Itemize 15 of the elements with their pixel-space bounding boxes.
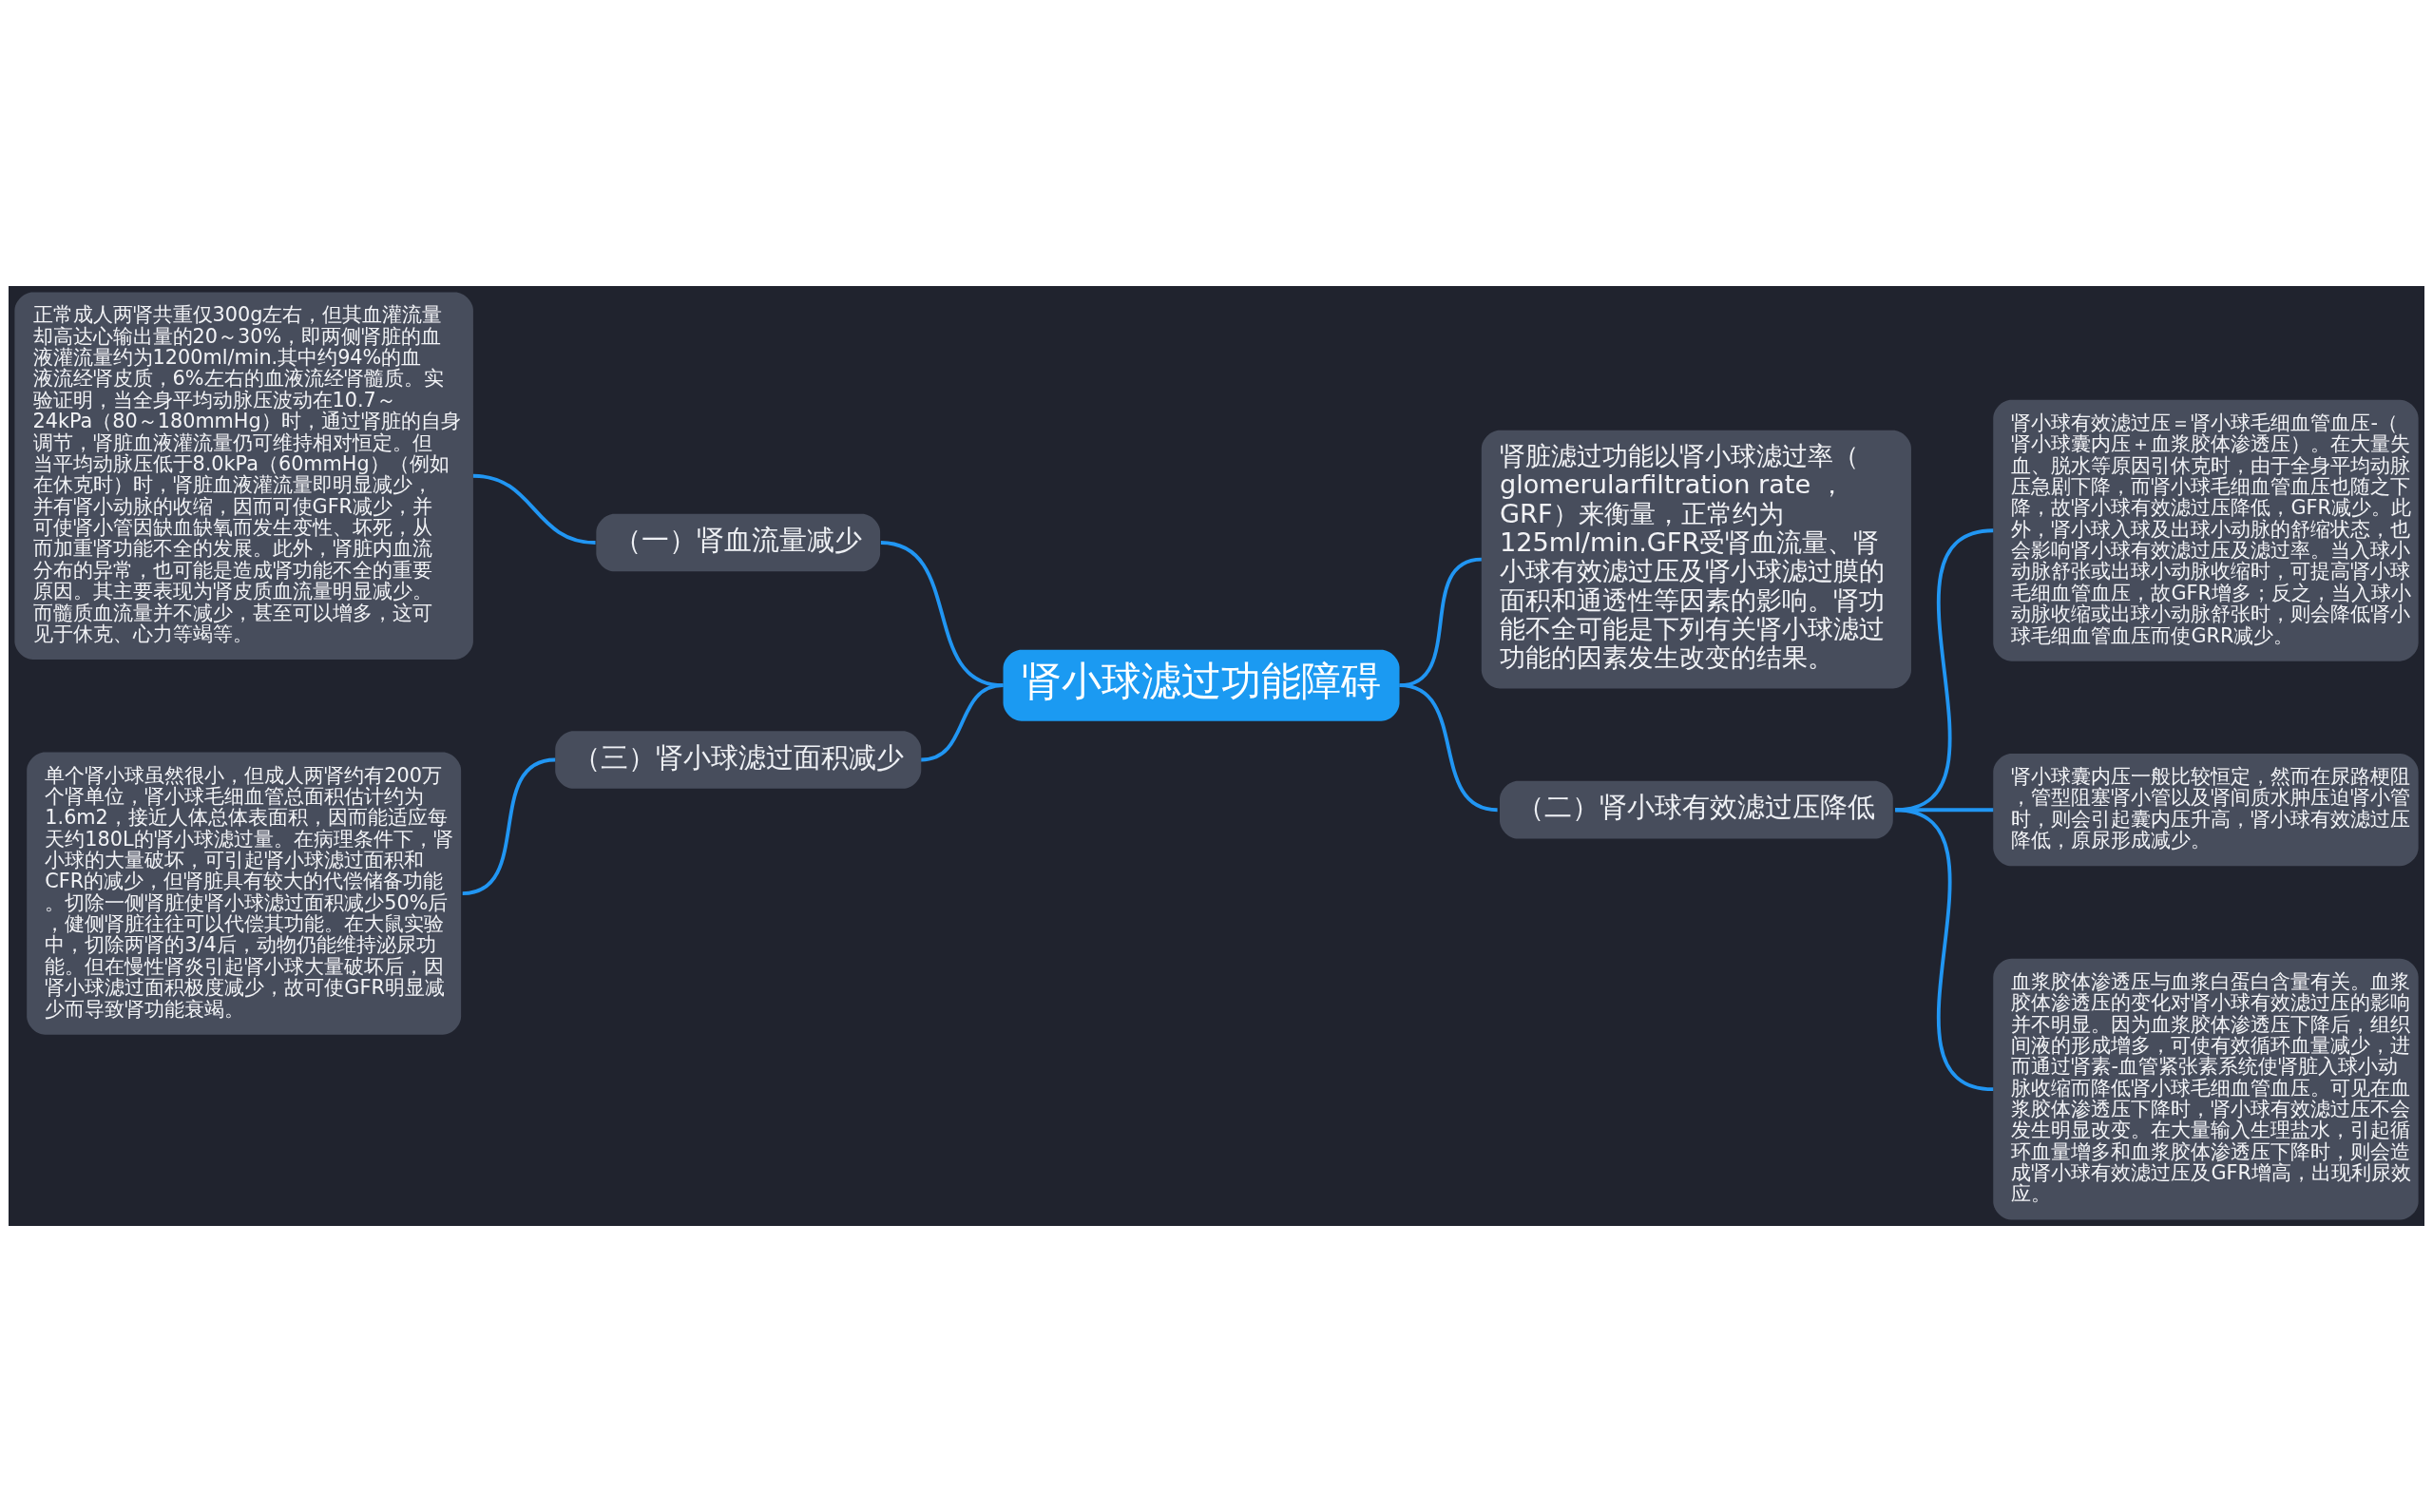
node-box: （一）肾血流量减少 [596,513,881,572]
connector [462,757,556,895]
node-box: 单个肾小球虽然很小，但成人两肾约有200万个肾单位，肾小球毛细血管总面积估计约为1.6m2，接近人体总体表面积，因而能适应每天约180L的肾小球滤过量。在病理条件下，肾小球的大量破坏，可引起肾小球滤过面积和CFR的减少，但肾脏具有较大的代偿储备功能。切除一侧肾脏使肾小球滤过面积减少50%后，健侧肾脏往往可以代偿其功能。在大鼠实验中，切除两肾的3/4后，动物仍能维持泌尿功能。但在慢性肾炎引起肾小球大量破坏后，因肾小球滤过面积极度减少，故可使GFR明显减少而导致肾功能衰竭。 [27,752,462,1035]
node-box: （三）肾小球滤过面积减少 [555,731,922,789]
node-box: 正常成人两肾共重仅300g左右，但其血灌流量却高达心输出量的20～30%，即两侧肾脏的血液灌流量约为1200ml/min.其中约94%的血液流经肾皮质，6%左右的血液流经肾髓质。实验证明，当全身平均动脉压波动在10.7～24kPa（80～180mmHg）时，通过肾脏的自身调节，肾脏血液灌流量仍可维持相对恒定。但当平均动脉压低于8.0kPa（60mmHg）（例如在休克时）时，肾脏血液灌流量即明显减少，并有肾小动脉的收缩，因而可使GFR减少，并可使肾小管因缺血缺氧而发生变性、坏死，从而加重肾功能不全的发展。此外，肾脏内血流分布的异常，也可能是造成肾功能不全的重要原因。其主要表现为肾皮质血流量明显减少。而髓质血流量并不减少，甚至可以增多，这可见于休克、心力等竭等。 [14,292,473,660]
connector [1894,808,1994,1092]
node-box: 肾小球有效滤过压＝肾小球毛细血管血压-（肾小球囊内压＋血浆胶体渗透压）。在大量失血、脱水等原因引休克时，由于全身平均动脉压急剧下降，而肾小球毛细血管血压也随之下降，故肾小球有效滤过压降低，GFR减少。此外，肾小球入球及出球小动脉的舒缩状态，也会影响肾小球有效滤过压及滤过率。当入球小动脉舒张或出球小动脉收缩时，可提高肾小球毛细血管血压，故GFR增多；反之，当入球小动脉收缩或出球小动脉舒张时，则会降低肾小球毛细血管血压而使GRR减少。 [1993,399,2419,661]
node-box: （二）肾小球有效滤过压降低 [1500,780,1893,839]
node-box: 肾小球囊内压一般比较恒定，然而在尿路梗阻，管型阻塞肾小管以及肾间质水肿压迫肾小管时，则会引起囊内压升高，肾小球有效滤过压降低，原尿形成减少。 [1993,754,2419,867]
connector [921,683,1004,762]
connector [1399,683,1498,813]
node-box: 血浆胶体渗透压与血浆白蛋白含量有关。血浆胶体渗透压的变化对肾小球有效滤过压的影响并不明显。因为血浆胶体渗透压下降后，组织间液的形成增多，可使有效循环血量减少，进而通过肾素-血管紧张素系统使肾脏入球小动脉收缩而降低肾小球毛细血管血压。可见在血浆胶体渗透压下降时，肾小球有效滤过压不会发生明显改变。在大量输入生理盐水，引起循环血量增多和血浆胶体渗透压下降时，则会造成肾小球有效滤过压及GFR增高，出现利尿效应。 [1993,958,2419,1220]
node-box: 肾小球滤过功能障碍 [1003,649,1400,721]
connector [472,473,596,545]
node-box: 肾脏滤过功能以肾小球滤过率（glomerularfiltration rate ，GRF）来衡量，正常约为125ml/min.GFR受肾血流量、肾小球有效滤过压及肾小球滤过膜的面积和通透性等因素的影响。肾功能不全可能是下列有关肾小球滤过功能的因素发生改变的结果。 [1481,430,1911,689]
